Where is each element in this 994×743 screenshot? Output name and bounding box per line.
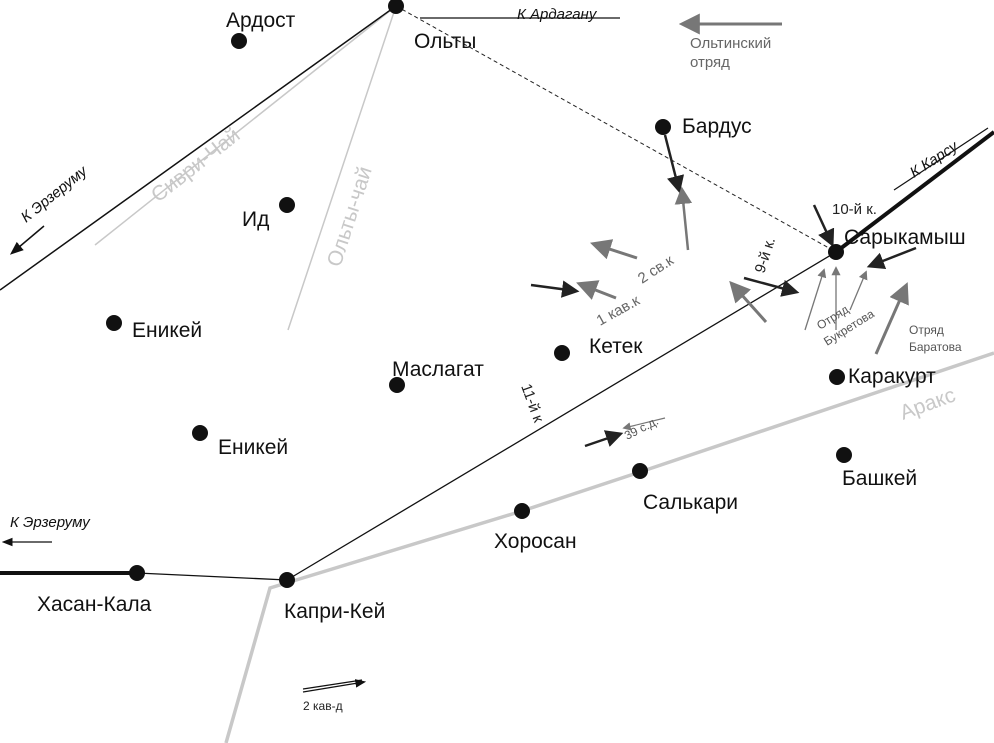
direction-arrows: [1, 13, 989, 547]
label-olty-detachment-1: Ольтинский: [690, 35, 771, 52]
label-to-erzurum-south: К Эрзеруму: [10, 514, 91, 531]
marker-maslagat: [389, 377, 405, 393]
settlement-labels: Ардост Ольты Бардус Сарыкамыш Ид Еникей …: [37, 9, 966, 623]
marker-salkari: [632, 463, 648, 479]
road-khasan-kapri: [136, 572, 288, 581]
arrow-bukretov-right: [849, 270, 868, 311]
arrow-dark-east-2: [584, 430, 624, 448]
arrow-1cav-west: [576, 280, 617, 300]
marker-olty: [388, 0, 404, 14]
label-enikey-1: Еникей: [132, 319, 202, 342]
road-olty-sarykamysh-dashed: [395, 5, 837, 253]
label-2-cav-div: 2 кав-д: [303, 699, 343, 713]
arrow-9-corps-dark: [743, 276, 800, 297]
arrow-2-cav-div-b: [302, 679, 363, 690]
arrow-2svk-north: [674, 186, 693, 251]
label-olty: Ольты: [414, 30, 476, 53]
settlement-markers: [106, 0, 852, 588]
label-1-cav: 1 кав.к: [594, 292, 643, 330]
label-karakurt: Каракурт: [848, 365, 936, 388]
marker-kapri-key: [279, 572, 295, 588]
label-ardost: Ардост: [226, 9, 296, 32]
label-bashkey: Башкей: [842, 467, 917, 490]
marker-ardost: [231, 33, 247, 49]
arrow-to-erzurum-north: [9, 225, 45, 255]
road-olty-erzurum: [0, 5, 397, 291]
label-khasan-kala: Хасан-Кала: [37, 593, 152, 616]
olty-chay-river: [287, 5, 397, 331]
arrow-bardus-south: [663, 134, 685, 194]
label-bardus: Бардус: [682, 115, 752, 138]
arrow-grey-west-1: [590, 239, 638, 260]
label-9-corps: 9-й к.: [752, 235, 779, 275]
marker-bardus: [655, 119, 671, 135]
label-khorosan: Хоросан: [494, 530, 577, 553]
marker-ketek: [554, 345, 570, 361]
railway-to-kars: [834, 130, 994, 254]
label-to-erzurum-north: К Эрзеруму: [18, 162, 92, 226]
troop-arrows: [302, 134, 917, 693]
marker-bashkey: [836, 447, 852, 463]
label-enikey-2: Еникей: [218, 436, 288, 459]
direction-labels: К Ардагану К Эрзеруму К Карсу К Эрзеруму: [10, 6, 962, 531]
label-baratov-2: Баратова: [909, 340, 962, 354]
arrow-sarykamysh-east: [866, 246, 917, 270]
label-2-svk: 2 св.к: [635, 252, 677, 288]
arrow-baratov: [874, 282, 909, 355]
label-id: Ид: [242, 208, 269, 231]
label-olty-detachment-2: отряд: [690, 54, 730, 71]
arrow-to-kars: [893, 127, 989, 191]
road-sarykamysh-kapri-key: [286, 251, 837, 581]
marker-khasan-kala: [129, 565, 145, 581]
label-10-corps: 10-й к.: [832, 201, 877, 218]
label-sarykamysh: Сарыкамыш: [844, 226, 966, 249]
label-39-div: 39 с.д.: [622, 414, 661, 443]
label-araks: Аракс: [897, 383, 959, 424]
label-to-ardagan: К Ардагану: [517, 6, 598, 23]
arrow-10-corps: [812, 204, 835, 248]
sivri-chay-river: [94, 5, 397, 246]
label-salkari: Салькари: [643, 491, 738, 514]
marker-karakurt: [829, 369, 845, 385]
marker-sarykamysh: [828, 244, 844, 260]
arrow-9-corps-grey: [729, 280, 768, 324]
label-sivri-chay: Сиври-Чай: [147, 124, 245, 207]
label-baratov-1: Отряд: [909, 323, 944, 337]
arrow-39-div: [622, 417, 666, 431]
roads: [0, 5, 994, 581]
label-olty-chay: Ольты-чай: [323, 164, 377, 270]
label-kapri-key: Капри-Кей: [284, 600, 385, 623]
arrow-dark-east-1: [530, 280, 580, 298]
marker-id: [279, 197, 295, 213]
label-maslagat: Маслагат: [392, 358, 484, 381]
marker-enikey-1: [106, 315, 122, 331]
marker-enikey-2: [192, 425, 208, 441]
label-ketek: Кетек: [589, 335, 643, 358]
arrow-bukretov-left: [804, 268, 827, 331]
arrow-2-cav-div-a: [302, 679, 367, 693]
marker-khorosan: [514, 503, 530, 519]
label-11-corps: 11-й к: [517, 382, 547, 426]
